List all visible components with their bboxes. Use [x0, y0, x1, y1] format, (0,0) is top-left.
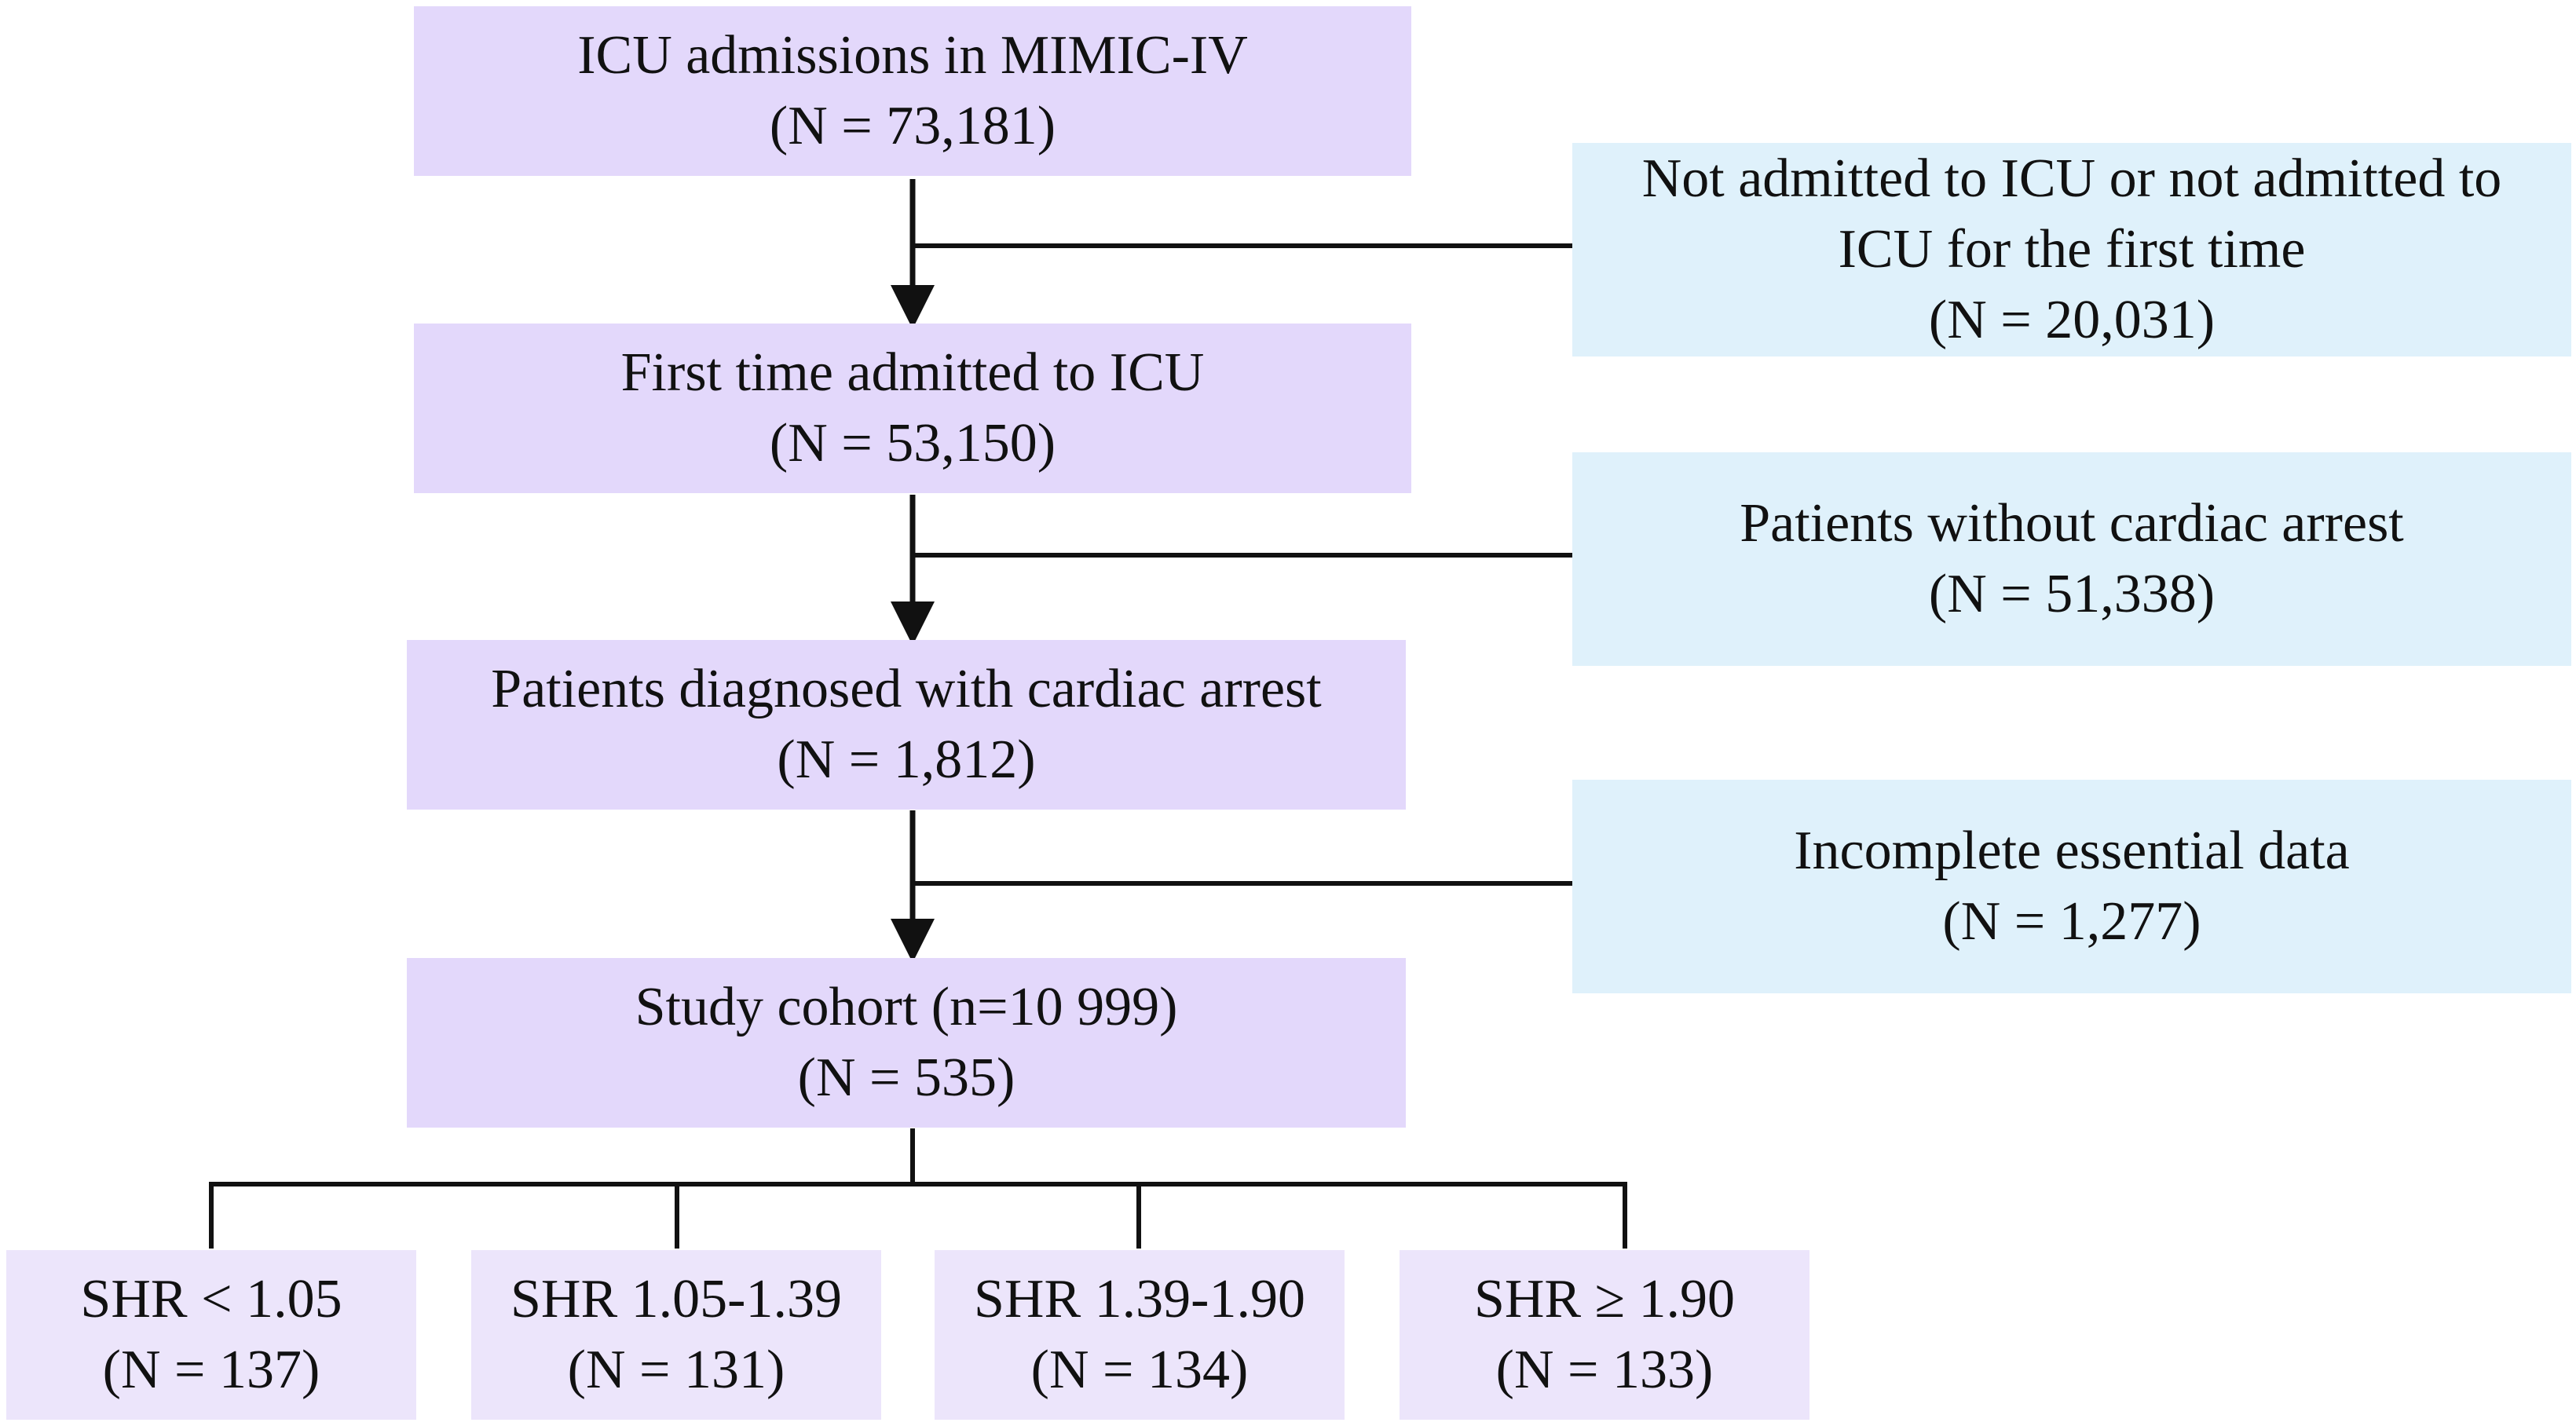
box-exclusion-no-cardiac-arrest: Patients without cardiac arrest (N = 51,…	[1572, 452, 2571, 666]
box-exclusion-incomplete-data: Incomplete essential data (N = 1,277)	[1572, 780, 2571, 993]
box-group-shr-4-label: SHR ≥ 1.90	[1473, 1269, 1736, 1329]
box-exclusion-not-first-icu-line1: Not admitted to ICU or not admitted to	[1641, 148, 2502, 209]
box-group-shr-1: SHR < 1.05 (N = 137)	[6, 1250, 416, 1420]
box-exclusion-incomplete-data-count: (N = 1,277)	[1942, 891, 2201, 952]
box-group-shr-4-count: (N = 133)	[1495, 1340, 1714, 1400]
box-group-shr-3-count: (N = 134)	[1030, 1340, 1249, 1400]
box-icu-admissions: ICU admissions in MIMIC-IV (N = 73,181)	[414, 6, 1411, 176]
box-study-cohort: Study cohort (n=10 999) (N = 535)	[407, 958, 1406, 1128]
box-first-time-icu: First time admitted to ICU (N = 53,150)	[414, 324, 1411, 493]
box-first-time-icu-title: First time admitted to ICU	[620, 342, 1205, 403]
box-group-shr-4: SHR ≥ 1.90 (N = 133)	[1400, 1250, 1809, 1420]
box-first-time-icu-count: (N = 53,150)	[769, 413, 1056, 474]
box-icu-admissions-title: ICU admissions in MIMIC-IV	[577, 25, 1248, 86]
box-study-cohort-count: (N = 535)	[797, 1048, 1015, 1108]
box-group-shr-2-label: SHR 1.05-1.39	[510, 1269, 842, 1329]
box-exclusion-not-first-icu-line2: ICU for the first time	[1838, 219, 2306, 280]
box-group-shr-1-label: SHR < 1.05	[80, 1269, 342, 1329]
box-cardiac-arrest-count: (N = 1,812)	[777, 729, 1036, 790]
box-group-shr-3: SHR 1.39-1.90 (N = 134)	[935, 1250, 1345, 1420]
box-group-shr-1-count: (N = 137)	[102, 1340, 320, 1400]
box-exclusion-not-first-icu: Not admitted to ICU or not admitted to I…	[1572, 143, 2571, 356]
box-exclusion-not-first-icu-count: (N = 20,031)	[1928, 290, 2216, 350]
box-exclusion-no-cardiac-arrest-title: Patients without cardiac arrest	[1740, 493, 2404, 554]
box-group-shr-2-count: (N = 131)	[567, 1340, 785, 1400]
box-exclusion-incomplete-data-title: Incomplete essential data	[1794, 821, 2350, 881]
box-group-shr-3-label: SHR 1.39-1.90	[974, 1269, 1305, 1329]
box-cardiac-arrest-title: Patients diagnosed with cardiac arrest	[491, 659, 1322, 719]
box-icu-admissions-count: (N = 73,181)	[769, 96, 1056, 156]
box-cardiac-arrest: Patients diagnosed with cardiac arrest (…	[407, 640, 1406, 810]
box-study-cohort-title: Study cohort (n=10 999)	[635, 977, 1178, 1037]
box-group-shr-2: SHR 1.05-1.39 (N = 131)	[471, 1250, 881, 1420]
box-exclusion-no-cardiac-arrest-count: (N = 51,338)	[1928, 564, 2216, 624]
